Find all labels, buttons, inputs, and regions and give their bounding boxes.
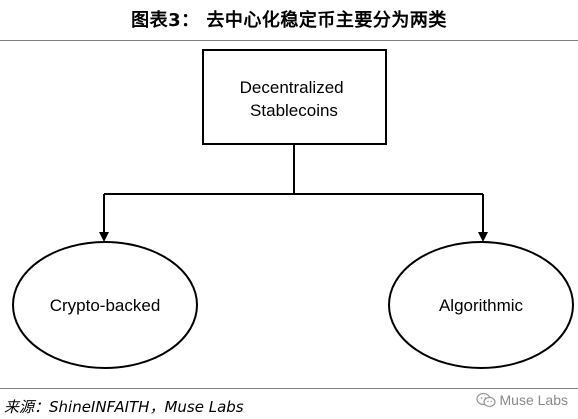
bottom-divider [0,388,578,389]
watermark: Muse Labs [475,392,568,408]
root-node-line-2: Stablecoins [250,101,338,120]
crypto-backed-label: Crypto-backed [50,296,161,315]
algorithmic-node [388,241,574,369]
top-divider [0,40,578,41]
source-note: 来源：ShineINFAITH，Muse Labs [4,398,244,416]
wechat-icon [475,392,496,408]
crypto-backed-node [12,241,198,369]
watermark-label: Muse Labs [499,392,568,408]
figure-title: 图表3： 去中心化稳定币主要分为两类 [131,10,447,31]
root-node-label: Decentralized Stablecoins [240,78,349,120]
root-node-line-1: Decentralized [240,78,344,97]
algorithmic-label: Algorithmic [439,296,524,315]
root-node-box [202,49,387,145]
